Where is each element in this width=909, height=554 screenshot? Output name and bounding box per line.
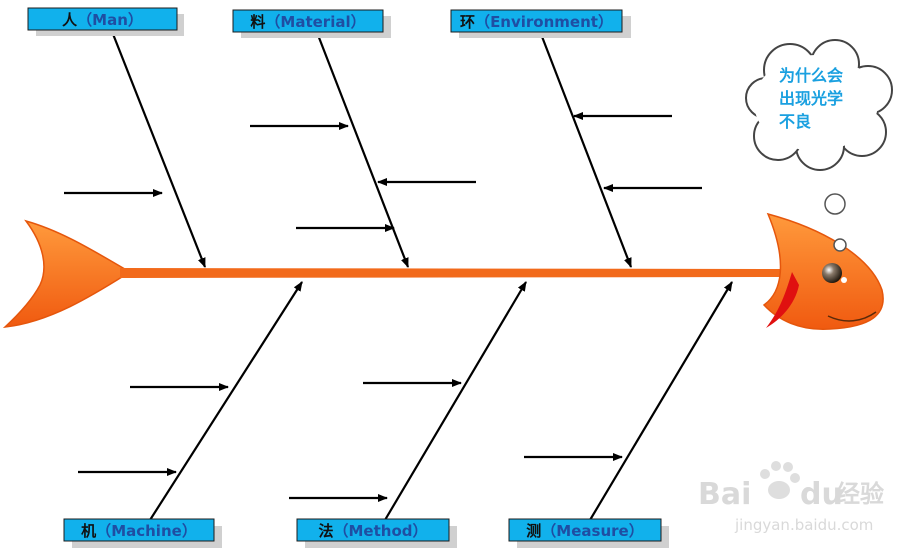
problem-line-2: 出现光学 [779,89,843,108]
thought-bubble-small [833,238,847,252]
fish-tail [2,219,132,328]
label-material-text: 料（Material） [250,13,365,31]
problem-cloud: 为什么会 出现光学 不良 [745,39,893,171]
bone-environment [539,33,633,268]
bone-material [316,34,410,268]
problem-line-3: 不良 [779,112,811,131]
problem-line-1: 为什么会 [779,66,843,85]
watermark-product: 经验 [836,480,884,508]
label-measure: 测（Measure） [508,518,669,548]
label-material: 料（Material） [232,9,391,38]
label-method-text: 法（Method） [318,522,427,540]
label-measure-text: 测（Measure） [526,522,643,540]
label-man: 人（Man） [27,7,184,36]
baidu-watermark: Bai du 经验 jingyan.baidu.com [698,461,884,534]
paw-icon [760,461,800,499]
fish-head [762,212,884,330]
bone-machine [149,281,303,521]
bone-method [384,281,527,521]
label-environment-text: 环（Environment） [460,13,613,31]
label-man-text: 人（Man） [62,11,143,29]
fish-spine [120,268,785,278]
label-method: 法（Method） [296,518,457,548]
label-environment: 环（Environment） [450,9,631,38]
thought-bubble-medium [824,193,846,215]
watermark-brand-tail: du [800,477,843,512]
label-machine: 机（Machine） [63,518,222,548]
watermark-brand: Bai [698,477,751,512]
fish-eye [822,263,842,283]
label-machine-text: 机（Machine） [81,522,197,540]
watermark-url: jingyan.baidu.com [734,516,873,534]
bone-measure [589,281,733,521]
bone-man [111,33,207,268]
